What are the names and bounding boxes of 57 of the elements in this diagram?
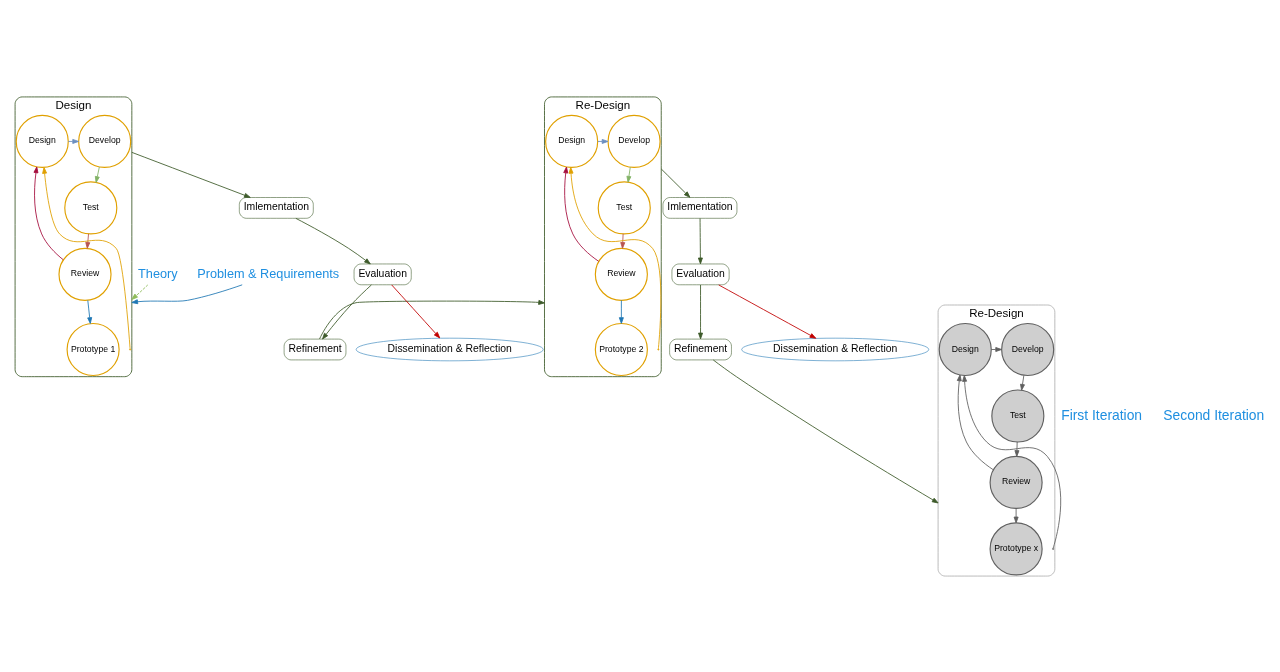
arrow: [698, 284, 703, 339]
arrow: [620, 233, 626, 249]
node-circle: Prototype 1: [66, 322, 120, 376]
node-circle: Test: [597, 180, 651, 234]
arrow: [697, 217, 703, 264]
node-circle: Prototype 2: [594, 322, 648, 376]
node-text: Theory: [138, 265, 178, 281]
node-circle: Design: [545, 114, 599, 168]
arrow: [1014, 441, 1020, 457]
node-circle: Review: [58, 247, 112, 301]
arrow: [660, 168, 691, 198]
node-circle: Develop: [78, 114, 132, 168]
label: First Iteration: [1061, 406, 1143, 423]
arrow: [1020, 374, 1025, 391]
arrow: [718, 284, 817, 339]
arrow: [94, 166, 100, 183]
arrow: [597, 138, 609, 144]
node-box: Refinement: [669, 338, 732, 360]
node-box: Refinement: [283, 338, 347, 360]
arrow: [33, 165, 64, 260]
node-circle: Prototype x: [989, 521, 1043, 575]
arrow: [295, 217, 371, 264]
arrow: [85, 233, 91, 249]
arrow: [618, 299, 624, 324]
node-circle: Review: [594, 247, 648, 301]
node-box: Evaluation: [353, 263, 412, 285]
arrow: [712, 359, 939, 503]
node-circle: Develop: [1001, 322, 1055, 376]
arrow: [319, 299, 545, 339]
arrow: [990, 346, 1002, 352]
arrow: [131, 151, 251, 198]
arrow: [563, 166, 600, 262]
arrow: [626, 166, 632, 183]
arrow: [391, 284, 441, 338]
node-circle: Review: [989, 455, 1043, 509]
arrow: [956, 374, 1062, 549]
label: Second Iteration: [1163, 406, 1265, 423]
arrow: [87, 299, 93, 324]
node-circle: Design: [15, 114, 69, 168]
arrow: [322, 283, 372, 339]
node-circle: Test: [64, 180, 118, 234]
node-circle: Test: [991, 388, 1045, 443]
node-circle: Design: [938, 322, 992, 376]
node-ellipse: Dissemination & Reflection: [355, 337, 544, 361]
node-box: Evaluation: [671, 263, 730, 285]
node-box: Imlementation: [239, 196, 314, 219]
arrow: [956, 374, 994, 470]
arrow: [42, 166, 131, 349]
arrow: [563, 166, 662, 349]
node-circle: Develop: [607, 114, 661, 168]
arrow: [131, 284, 149, 300]
node-box: Imlementation: [662, 196, 738, 219]
node-ellipse: Dissemination & Reflection: [741, 337, 930, 361]
arrow: [67, 138, 79, 144]
arrow: [131, 283, 243, 304]
node-text: Problem & Requirements: [197, 265, 340, 281]
arrow: [1013, 507, 1019, 523]
